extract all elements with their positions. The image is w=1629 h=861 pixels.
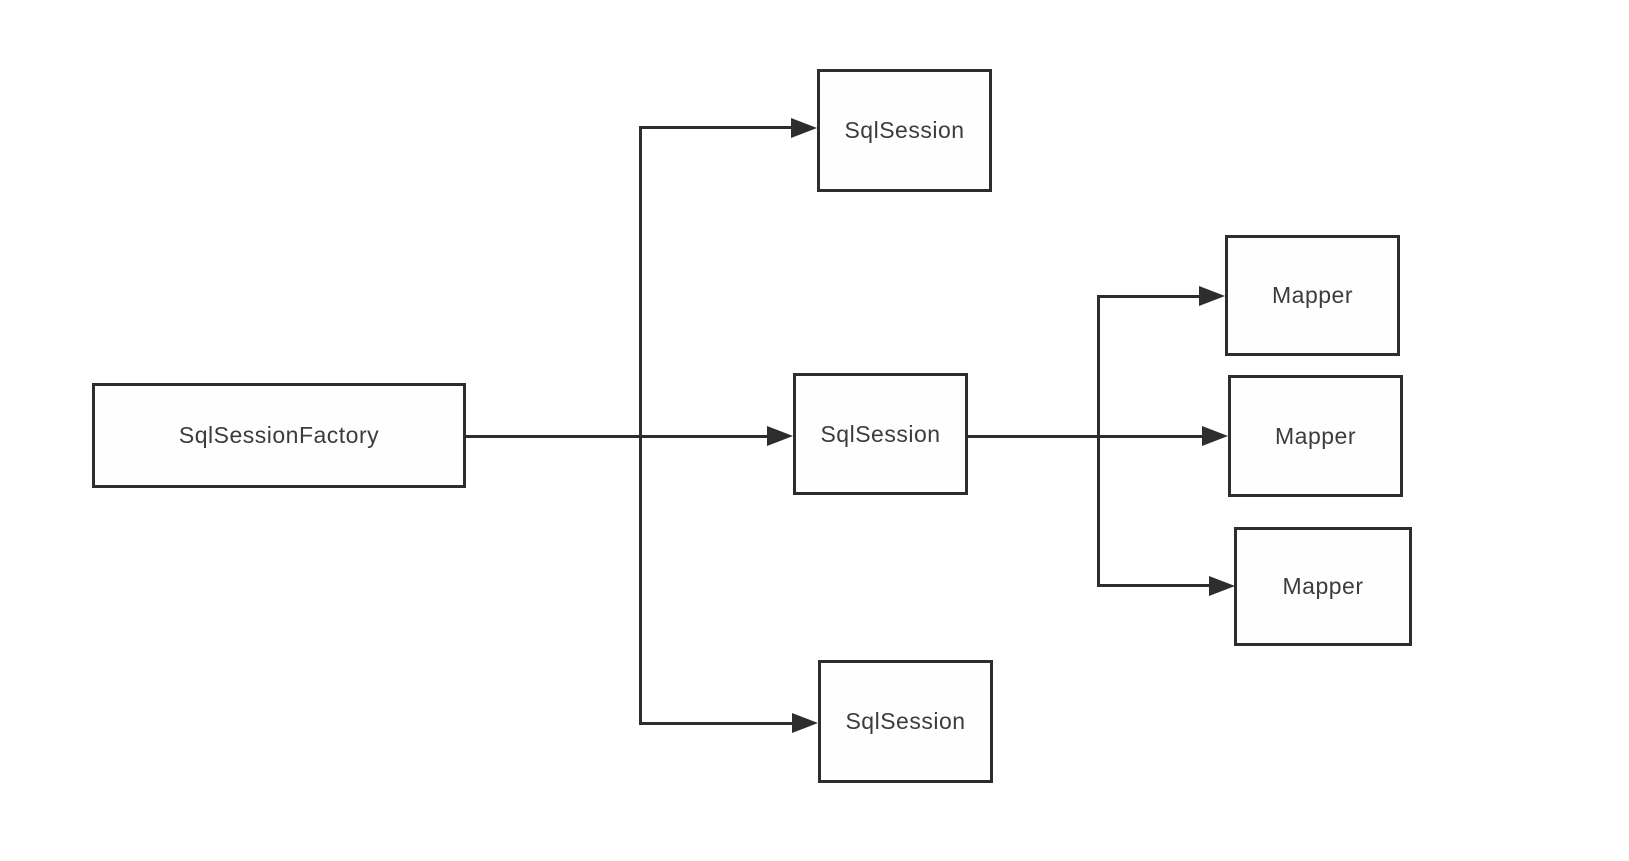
edge-to-mapper-top-line	[1097, 295, 1204, 298]
node-mapper-bottom: Mapper	[1234, 527, 1412, 646]
edge-factory-to-session-middle-line	[466, 435, 772, 438]
node-sqlsession-top-label: SqlSession	[844, 117, 965, 143]
node-sqlsession-middle: SqlSession	[793, 373, 968, 495]
node-mapper-middle: Mapper	[1228, 375, 1403, 497]
edge-to-session-top-line	[639, 126, 796, 129]
node-mapper-middle-label: Mapper	[1275, 422, 1356, 449]
edge-session-to-mapper-middle-line	[967, 435, 1207, 438]
node-mapper-bottom-label: Mapper	[1282, 573, 1364, 599]
node-sqlsessionfactory: SqlSessionFactory	[92, 383, 466, 488]
node-sqlsession-middle-label: SqlSession	[820, 420, 941, 447]
edge-to-mapper-bottom-line	[1097, 584, 1214, 587]
node-sqlsession-bottom: SqlSession	[818, 660, 993, 783]
node-sqlsession-bottom-label: SqlSession	[845, 708, 966, 734]
session-bottom-arrowhead	[792, 713, 818, 733]
mapper-bottom-arrowhead	[1209, 576, 1235, 596]
edge-to-session-bottom-line	[639, 722, 797, 725]
edge-sessions-trunk-line	[639, 126, 642, 725]
node-sqlsessionfactory-label: SqlSessionFactory	[178, 422, 380, 448]
node-mapper-top: Mapper	[1225, 235, 1400, 356]
session-middle-arrowhead	[767, 426, 793, 446]
session-top-arrowhead	[791, 118, 817, 138]
mapper-middle-arrowhead	[1202, 426, 1228, 446]
mapper-top-arrowhead	[1199, 286, 1225, 306]
node-sqlsession-top: SqlSession	[817, 69, 992, 192]
edge-mappers-trunk-line	[1097, 295, 1100, 587]
node-mapper-top-label: Mapper	[1272, 282, 1353, 308]
